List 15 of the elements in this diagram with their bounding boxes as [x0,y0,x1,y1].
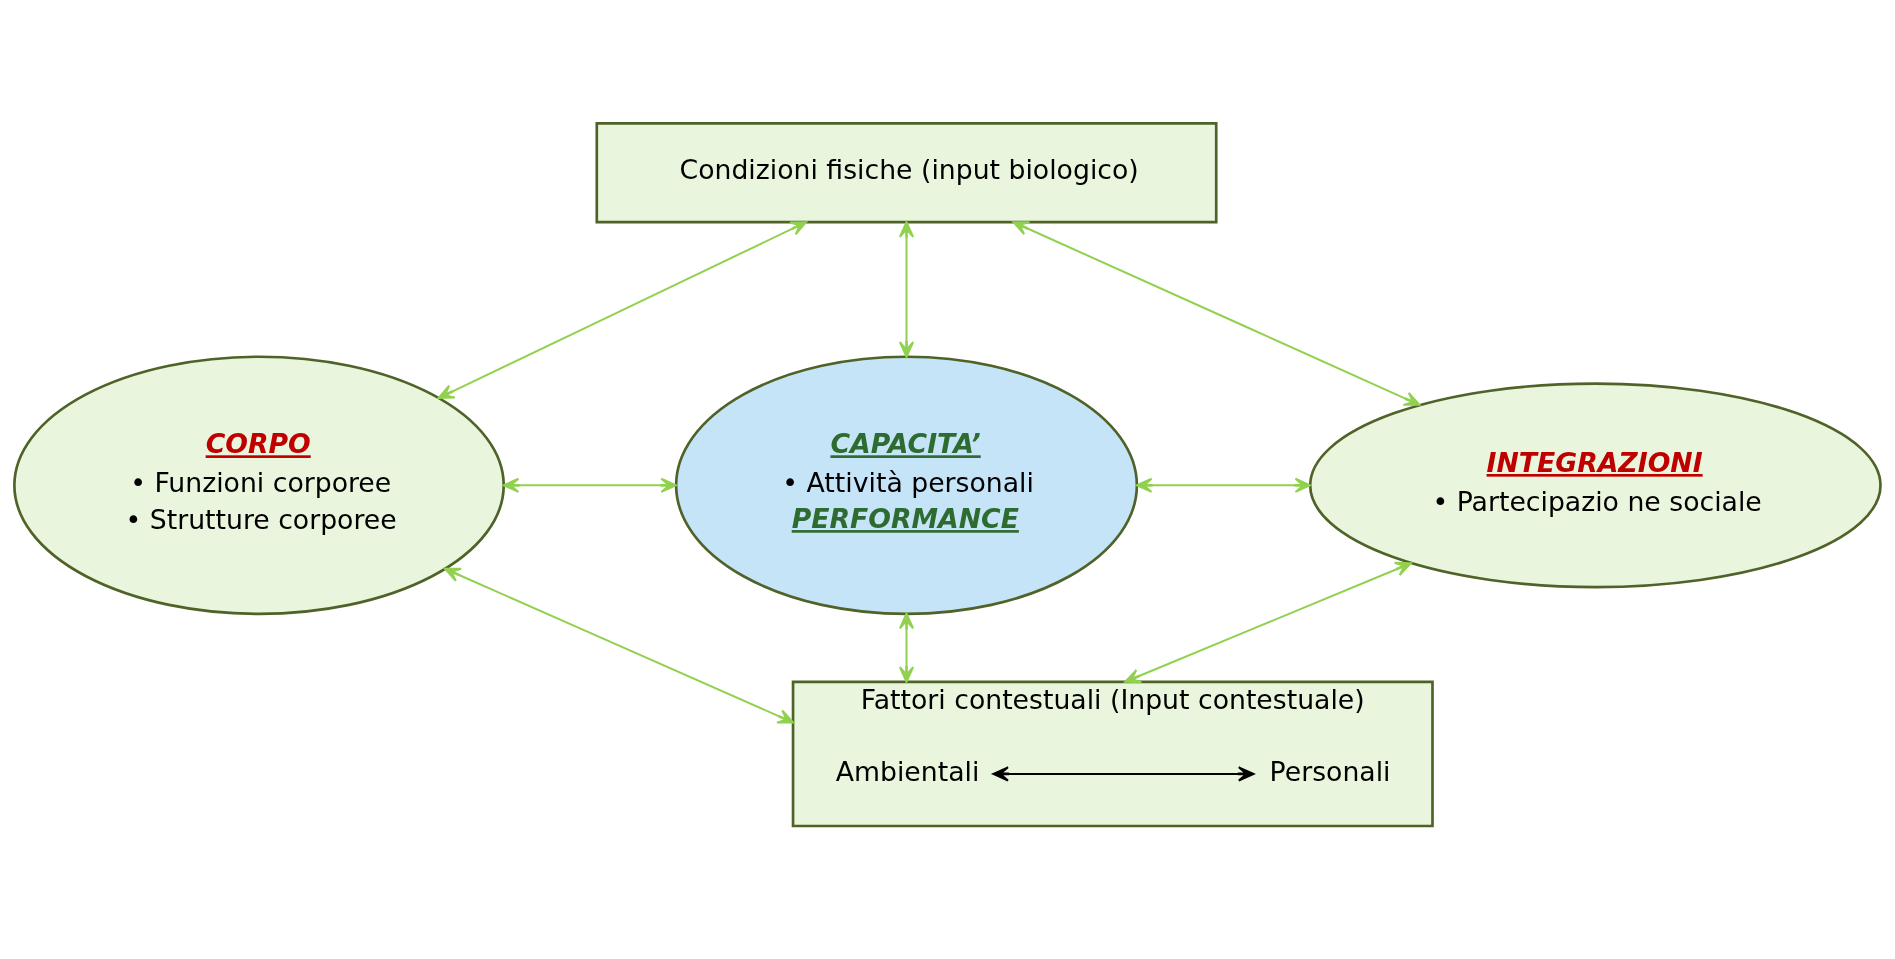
arrow [898,220,915,358]
arrow [444,567,795,724]
node-text: Ambientali [835,755,980,787]
arrow [1135,477,1312,493]
node-text: Personali [1269,755,1391,787]
arrow [992,765,1255,781]
arrow [502,477,678,493]
node-box: Condizioni fisiche (input biologico) [595,121,1218,223]
arrow [437,220,808,399]
arrow [1012,220,1421,406]
node-ellipse: INTEGRAZIONI • Partecipazio ne sociale [1308,381,1882,588]
arrow [1124,561,1412,683]
arrow [898,612,915,683]
node-ellipse: CAPACITA’ • Attività personali PERFORMANCE [674,354,1139,615]
node-ellipse: CORPO • Funzioni corporee • Strutture corporee [13,354,506,615]
